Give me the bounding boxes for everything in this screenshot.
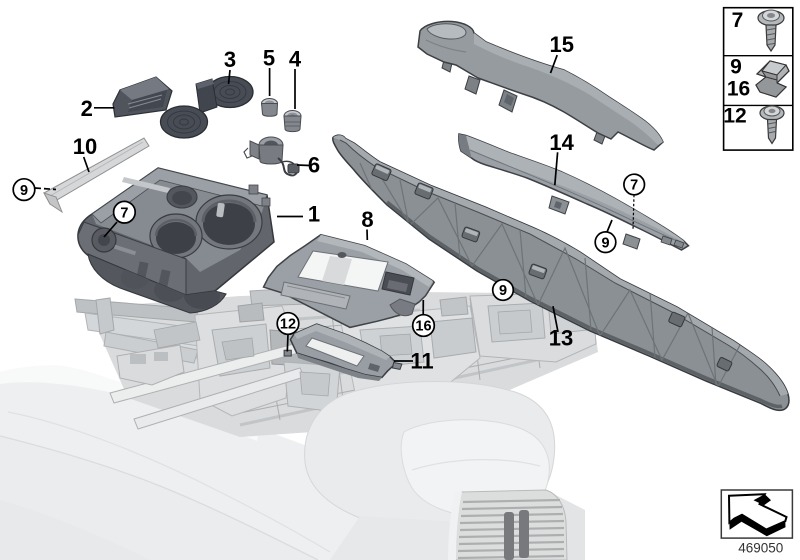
svg-text:7: 7 (732, 9, 744, 32)
svg-text:13: 13 (549, 326, 573, 351)
svg-text:12: 12 (723, 105, 746, 128)
svg-text:9: 9 (499, 283, 507, 299)
svg-text:9: 9 (20, 183, 28, 199)
svg-text:2: 2 (81, 96, 93, 121)
svg-text:8: 8 (361, 207, 373, 232)
svg-text:7: 7 (630, 178, 638, 194)
svg-text:16: 16 (727, 78, 750, 101)
svg-text:10: 10 (73, 134, 97, 159)
svg-text:9: 9 (601, 235, 609, 251)
svg-text:15: 15 (549, 32, 573, 57)
svg-text:7: 7 (120, 205, 128, 221)
svg-text:16: 16 (415, 319, 431, 335)
svg-text:6: 6 (308, 153, 320, 178)
svg-text:9: 9 (730, 56, 742, 79)
svg-text:469050: 469050 (738, 541, 783, 556)
svg-text:14: 14 (549, 130, 574, 155)
svg-text:3: 3 (224, 47, 236, 72)
svg-text:12: 12 (280, 317, 296, 333)
svg-text:1: 1 (308, 202, 320, 227)
svg-text:5: 5 (263, 46, 275, 71)
svg-text:4: 4 (289, 47, 302, 72)
svg-text:11: 11 (410, 349, 433, 374)
